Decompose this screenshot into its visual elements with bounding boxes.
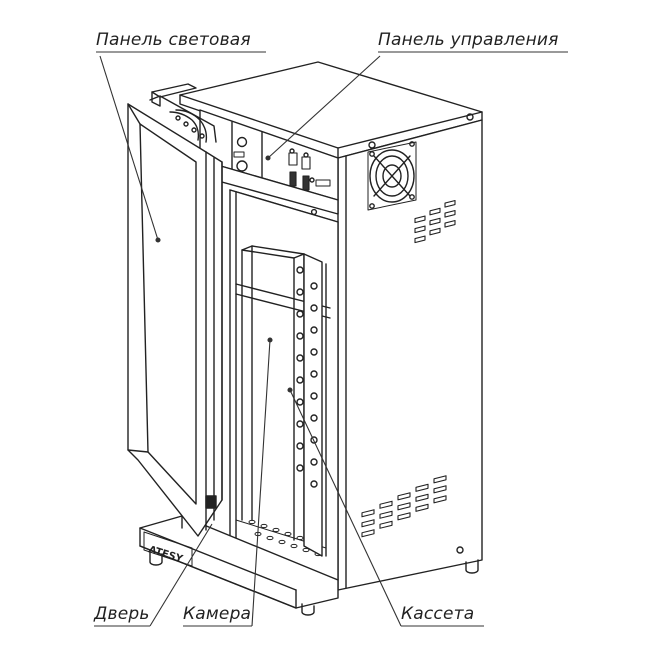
- fan-grille: [367, 141, 417, 211]
- foot-back-right: [465, 559, 479, 574]
- vent-slots-lower: [361, 475, 447, 538]
- label-control-panel: Панель управления: [378, 30, 559, 50]
- panel-button-2: [236, 160, 248, 172]
- label-cassette: Кассета: [401, 604, 475, 624]
- label-chamber: Камера: [183, 604, 252, 624]
- foot-front-left: [149, 551, 163, 566]
- panel-button-1: [236, 136, 248, 148]
- vent-slots-upper: [414, 199, 456, 244]
- top-hinge-block: [151, 83, 197, 98]
- cassette-rack: [241, 245, 327, 557]
- leader-lines: [94, 51, 568, 627]
- label-door: Дверь: [94, 604, 150, 624]
- label-light-panel: Панель световая: [96, 30, 251, 50]
- foot-front-right: [301, 603, 315, 616]
- door-panel: [127, 95, 223, 537]
